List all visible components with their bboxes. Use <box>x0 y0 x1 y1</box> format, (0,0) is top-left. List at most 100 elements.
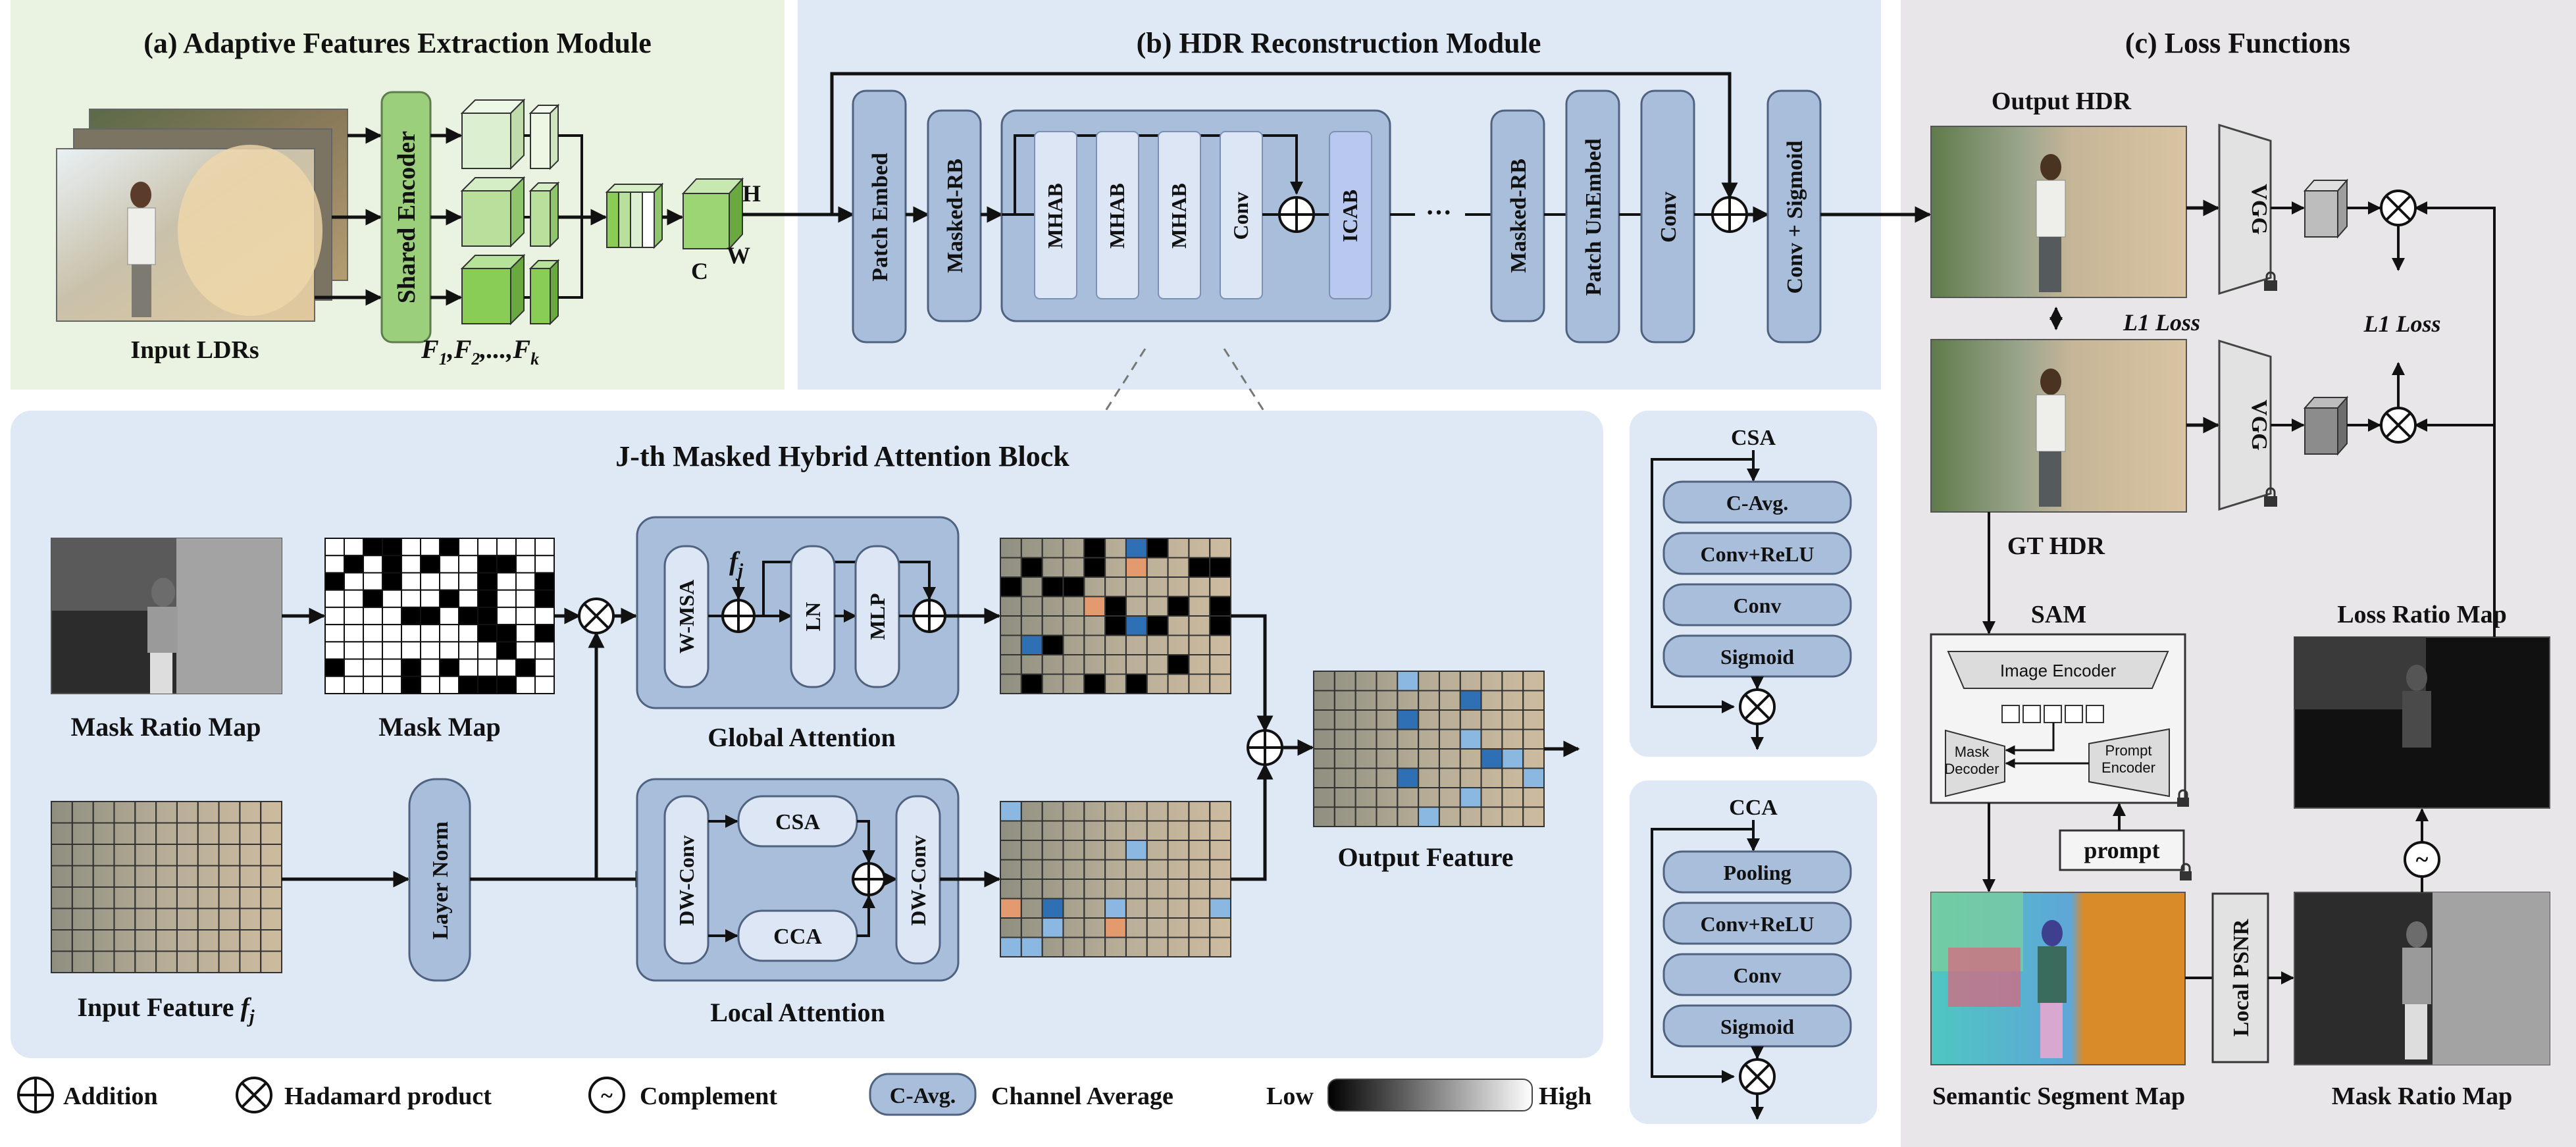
grid-cell <box>1209 898 1231 919</box>
grid-cell <box>477 658 498 677</box>
grid-cell <box>496 538 517 557</box>
grid-cell <box>496 589 517 608</box>
grid-cell <box>534 589 555 608</box>
lock-icon <box>2177 789 2189 807</box>
dim-h-label: H <box>742 180 761 207</box>
vgg-label-top: VGG <box>2247 184 2271 234</box>
grid-cell <box>324 589 345 608</box>
csa-label: CSA <box>775 810 820 834</box>
grid-cell <box>534 606 555 626</box>
grid-cell <box>1104 596 1127 617</box>
grid-cell <box>1041 576 1064 598</box>
masked-rb-label-2: Masked-RB <box>1507 159 1531 273</box>
csa-layer-3 <box>1662 583 1852 626</box>
global-output-grid <box>1000 538 1231 694</box>
grid-cell <box>420 641 440 660</box>
mhab-title: J-th Masked Hybrid Attention Block <box>615 440 1069 472</box>
grid-cell <box>458 589 478 608</box>
output-feature-grid <box>1313 671 1545 827</box>
embedding-tokens <box>2001 705 2104 723</box>
zoom-guide-left <box>1104 348 1146 411</box>
grid-cell <box>496 624 517 643</box>
conv-label-outer: Conv <box>1657 191 1681 242</box>
grid-cell <box>1083 557 1106 578</box>
grid-cell <box>1000 898 1022 919</box>
dw-conv-block-1 <box>663 795 709 965</box>
grid-cell <box>515 675 536 695</box>
legend: Addition Hadamard product ~ Complement C… <box>17 1073 1591 1116</box>
dw-conv-label-1: DW-Conv <box>675 835 698 925</box>
complement-icon: ~ <box>2404 841 2440 878</box>
grid-cell <box>1000 576 1022 598</box>
grid-cell <box>1062 576 1085 598</box>
grid-cell <box>1397 767 1420 788</box>
grid-cell <box>344 624 364 643</box>
grid-cell <box>401 572 421 591</box>
csa-layer-2-label: Conv+ReLU <box>1701 542 1815 566</box>
grid-cell <box>1188 557 1211 578</box>
legend-cavg-box <box>869 1073 977 1116</box>
mask-ratio-map-c-caption: Mask Ratio Map <box>2332 1083 2512 1110</box>
grid-cell <box>1480 748 1503 769</box>
patch-embed-block <box>852 89 907 344</box>
icab-label: ICAB <box>1338 190 1362 242</box>
grid-cell <box>534 658 555 677</box>
grid-cell <box>1167 654 1190 675</box>
grid-cell <box>1209 673 1231 694</box>
cca-layer-2 <box>1662 902 1852 945</box>
legend-low: Low <box>1266 1083 1314 1110</box>
grid-cell <box>477 589 498 608</box>
grid-cell <box>515 624 536 643</box>
grid-cell <box>420 606 440 626</box>
grid-cell <box>515 538 536 557</box>
panel-c-title: (c) Loss Functions <box>2125 27 2350 59</box>
grid-cell <box>401 641 421 660</box>
prompt-encoder-block <box>2088 728 2170 798</box>
legend-hadamard: Hadamard product <box>284 1083 492 1110</box>
grid-cell <box>458 641 478 660</box>
hadamard-icon <box>2380 407 2417 444</box>
grid-cell <box>1104 615 1127 636</box>
svg-text:~: ~ <box>601 1084 613 1108</box>
grid-cell <box>515 641 536 660</box>
grid-cell <box>1459 787 1482 808</box>
grid-cell <box>458 624 478 643</box>
grid-cell <box>477 606 498 626</box>
grid-cell <box>1209 557 1231 578</box>
grid-cell <box>515 572 536 591</box>
grid-cell <box>1167 596 1190 617</box>
cca-layer-1-label: Pooling <box>1723 861 1791 884</box>
grid-cell <box>1209 936 1231 957</box>
grid-cell <box>439 624 459 643</box>
grid-cell <box>420 572 440 591</box>
grid-cell <box>1397 709 1420 730</box>
grid-cell <box>420 675 440 695</box>
lock-icon <box>2264 487 2277 507</box>
loss-ratio-feedback <box>2414 201 2496 566</box>
grid-cell <box>515 555 536 574</box>
grid-cell <box>324 624 345 643</box>
legend-complement: Complement <box>640 1083 777 1110</box>
vgg-label-bottom: VGG <box>2247 399 2271 450</box>
grid-cell <box>439 572 459 591</box>
grid-cell <box>1020 673 1043 694</box>
prompt-label: prompt <box>2084 837 2159 863</box>
grid-cell <box>477 538 498 557</box>
grid-cell <box>401 589 421 608</box>
grid-cell <box>515 589 536 608</box>
local-psnr-block <box>2211 892 2269 1063</box>
masked-rb-label-1: Masked-RB <box>943 159 967 273</box>
hadamard-icon <box>2380 190 2417 226</box>
vgg-block-top <box>2218 123 2272 295</box>
conv-sigmoid-block <box>1766 89 1822 344</box>
csa-layer-4-label: Sigmoid <box>1720 645 1794 669</box>
addition-icon <box>17 1077 54 1113</box>
icab-block <box>1329 131 1372 299</box>
grid-cell <box>1125 615 1148 636</box>
grid-cell <box>439 675 459 695</box>
grid-cell <box>1104 898 1127 919</box>
svg-text:~: ~ <box>2416 846 2429 873</box>
grid-cell <box>1000 801 1022 822</box>
semantic-segment-map-caption: Semantic Segment Map <box>1932 1083 2185 1110</box>
